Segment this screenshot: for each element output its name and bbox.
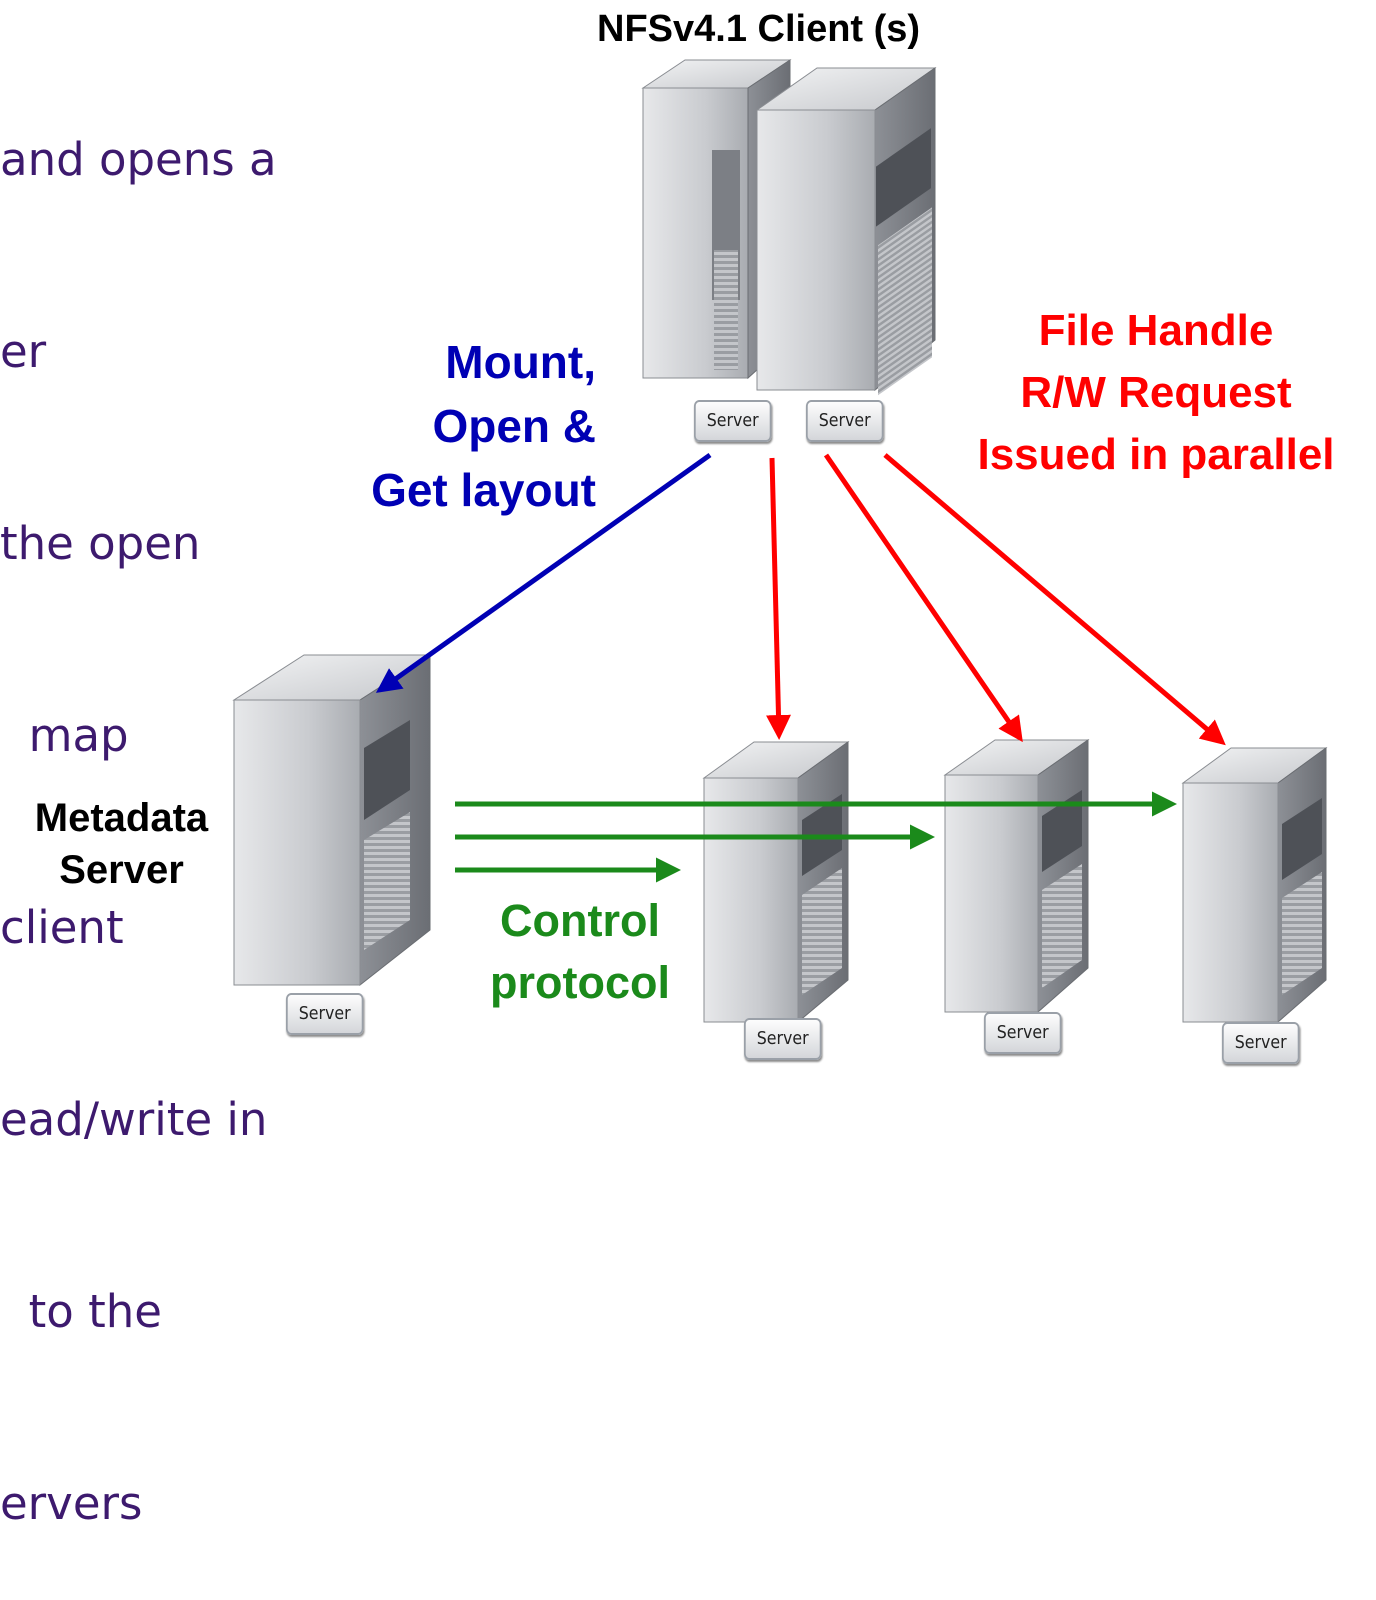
- data-server-1-tower: [702, 741, 850, 1024]
- bullet-line: ead/write in: [0, 1093, 268, 1146]
- control-protocol-label: Control protocol: [468, 890, 692, 1014]
- client-server-badge-1: Server: [694, 400, 772, 442]
- mount-label-line: Get layout: [371, 464, 596, 516]
- bullet-line: map: [0, 709, 129, 762]
- bullet-line: the open: [0, 517, 201, 570]
- rw-arrow-to-server-3: [883, 453, 1226, 746]
- metadata-label-line: Metadata: [34, 796, 209, 840]
- data-server-1-badge: Server: [744, 1018, 822, 1060]
- mount-label: Mount, Open & Get layout: [371, 330, 596, 522]
- mount-label-line: Open &: [432, 400, 596, 452]
- client-server-badge-2: Server: [806, 400, 884, 442]
- rw-arrow-to-server-1: [765, 457, 791, 740]
- metadata-server-tower: [232, 654, 432, 987]
- bullet-line: and opens a: [0, 133, 277, 186]
- metadata-server-label: Metadata Server: [14, 792, 229, 896]
- file-handle-label-line: Issued in parallel: [977, 430, 1335, 479]
- metadata-label-line: Server: [59, 848, 184, 892]
- bullet-line: client: [0, 901, 124, 954]
- data-server-2-tower: [943, 739, 1090, 1014]
- client-title: NFSv4.1 Client (s): [597, 8, 921, 50]
- diagram-canvas: [232, 59, 1328, 1024]
- metadata-server-badge: Server: [286, 993, 364, 1035]
- bullet-line: ervers: [0, 1477, 143, 1530]
- bullet-line: to the: [0, 1285, 162, 1338]
- file-handle-label-line: File Handle: [1038, 306, 1274, 355]
- rw-arrow-to-server-2: [823, 453, 1023, 743]
- control-label-line: Control: [500, 895, 660, 946]
- file-handle-label-line: R/W Request: [1020, 368, 1292, 417]
- data-server-3-tower: [1181, 747, 1328, 1024]
- client-server-front: [755, 67, 937, 396]
- data-server-2-badge: Server: [984, 1012, 1062, 1054]
- mount-label-line: Mount,: [445, 336, 596, 388]
- file-handle-label: File Handle R/W Request Issued in parall…: [944, 300, 1368, 486]
- control-label-line: protocol: [490, 957, 670, 1008]
- bullet-line: er: [0, 325, 47, 378]
- mount-arrow: [375, 452, 712, 693]
